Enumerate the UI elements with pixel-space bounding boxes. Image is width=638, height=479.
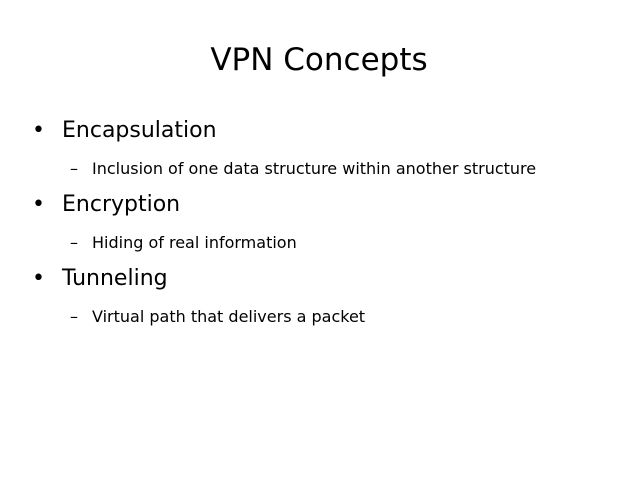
sub-bullet-marker: – [70,307,78,326]
bullet-item-tunneling: • Tunneling [32,264,622,294]
bullet-item-encryption: • Encryption [32,190,622,220]
sub-bullet-text: Hiding of real information [92,233,297,252]
bullet-marker: • [32,266,45,291]
bullet-list: • Encapsulation – Inclusion of one data … [32,116,622,338]
sub-bullet-item-encapsulation: – Inclusion of one data structure within… [32,158,622,180]
sub-bullet-item-encryption: – Hiding of real information [32,232,622,254]
bullet-item-encapsulation: • Encapsulation [32,116,622,146]
sub-bullet-text: Virtual path that delivers a packet [92,307,366,326]
sub-bullet-marker: – [70,233,78,252]
slide-title: VPN Concepts [210,42,428,78]
bullet-label: Encapsulation [62,118,217,143]
bullet-marker: • [32,192,45,217]
bullet-label: Tunneling [62,266,168,291]
sub-bullet-text: Inclusion of one data structure within a… [92,159,537,178]
sub-bullet-marker: – [70,159,78,178]
bullet-label: Encryption [62,192,181,217]
bullet-marker: • [32,118,45,143]
sub-bullet-item-tunneling: – Virtual path that delivers a packet [32,306,622,328]
